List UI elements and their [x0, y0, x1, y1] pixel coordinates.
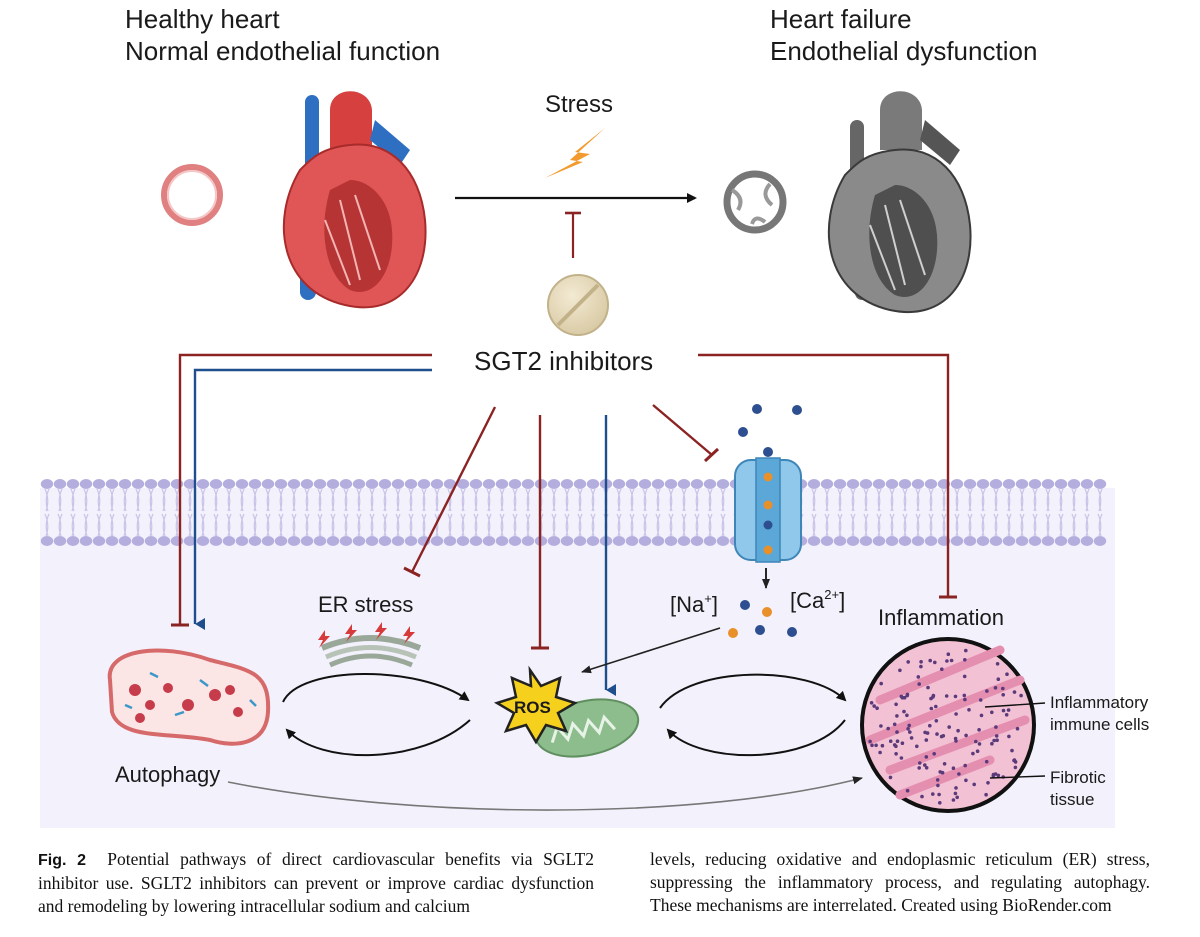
failure-vessel-icon	[723, 170, 787, 234]
er-icon	[320, 635, 422, 668]
autophagy-label: Autophagy	[115, 762, 220, 787]
ion-channel-icon	[734, 457, 802, 563]
healthy-title: Healthy heart	[125, 4, 280, 34]
pill-icon	[547, 274, 609, 336]
calcium-label: [Ca2+]	[790, 587, 845, 613]
lightning-icon	[545, 128, 605, 178]
er-stress-bolts	[318, 622, 415, 648]
inflammation-label: Inflammation	[878, 605, 1004, 630]
activate-autophagy-line	[193, 368, 432, 630]
fibrotic-pointer	[989, 775, 1046, 779]
ros-burst-icon	[493, 665, 579, 745]
immune-cells-pointer	[984, 702, 1046, 708]
extracellular-ions	[738, 404, 802, 457]
caption-left-text: Potential pathways of direct cardiovascu…	[38, 849, 595, 916]
caption-left: Fig. 2 Potential pathways of direct card…	[38, 848, 594, 918]
caption-right-text: levels, reducing oxidative and endoplasm…	[650, 849, 1150, 915]
fibrotic-label-2: tissue	[1050, 790, 1094, 809]
inhibit-inflammation-line	[698, 353, 950, 597]
pathway-diagram: Healthy heart Normal endothelial functio…	[40, 4, 1149, 828]
inhibit-channel-bar	[703, 447, 720, 463]
inhibit-autophagy-line	[178, 353, 432, 625]
inflammation-to-ros-arrow	[666, 719, 846, 757]
autophagy-to-ros-arrow	[282, 673, 470, 703]
figure-label: Fig. 2	[38, 852, 87, 869]
inhibit-channel-line	[652, 404, 713, 456]
sodium-label: [Na+]	[670, 591, 718, 617]
healthy-subtitle: Normal endothelial function	[125, 36, 440, 66]
immune-cells-label: Inflammatory	[1050, 693, 1149, 712]
inhibit-stress-marker	[565, 211, 581, 258]
er-stress-label: ER stress	[318, 592, 413, 617]
autophagy-to-inflammation-arrow	[227, 776, 863, 811]
inflamed-tissue-icon	[860, 637, 1036, 813]
healthy-heart-icon	[282, 91, 427, 309]
failure-heart-icon	[827, 91, 972, 313]
ros-to-autophagy-arrow	[285, 719, 471, 757]
inhibitors-label: SGT2 inhibitors	[474, 346, 653, 376]
ions-to-ros-arrow	[581, 627, 721, 674]
intracellular-ions	[728, 600, 797, 638]
caption-right: levels, reducing oxidative and endoplasm…	[650, 848, 1150, 917]
inhibit-er-bar	[403, 566, 421, 578]
ros-to-inflammation-arrow	[659, 673, 847, 709]
failure-title: Heart failure	[770, 4, 912, 34]
autophagy-cell-icon	[107, 648, 271, 746]
stress-label: Stress	[545, 91, 613, 118]
cell-membrane	[40, 479, 1107, 546]
healthy-vessel-icon	[161, 164, 223, 226]
ros-label: ROS	[514, 698, 551, 717]
fibrotic-label: Fibrotic	[1050, 768, 1106, 787]
inhibit-er-line	[410, 406, 497, 573]
failure-subtitle: Endothelial dysfunction	[770, 36, 1037, 66]
immune-cells-label-2: immune cells	[1050, 715, 1149, 734]
